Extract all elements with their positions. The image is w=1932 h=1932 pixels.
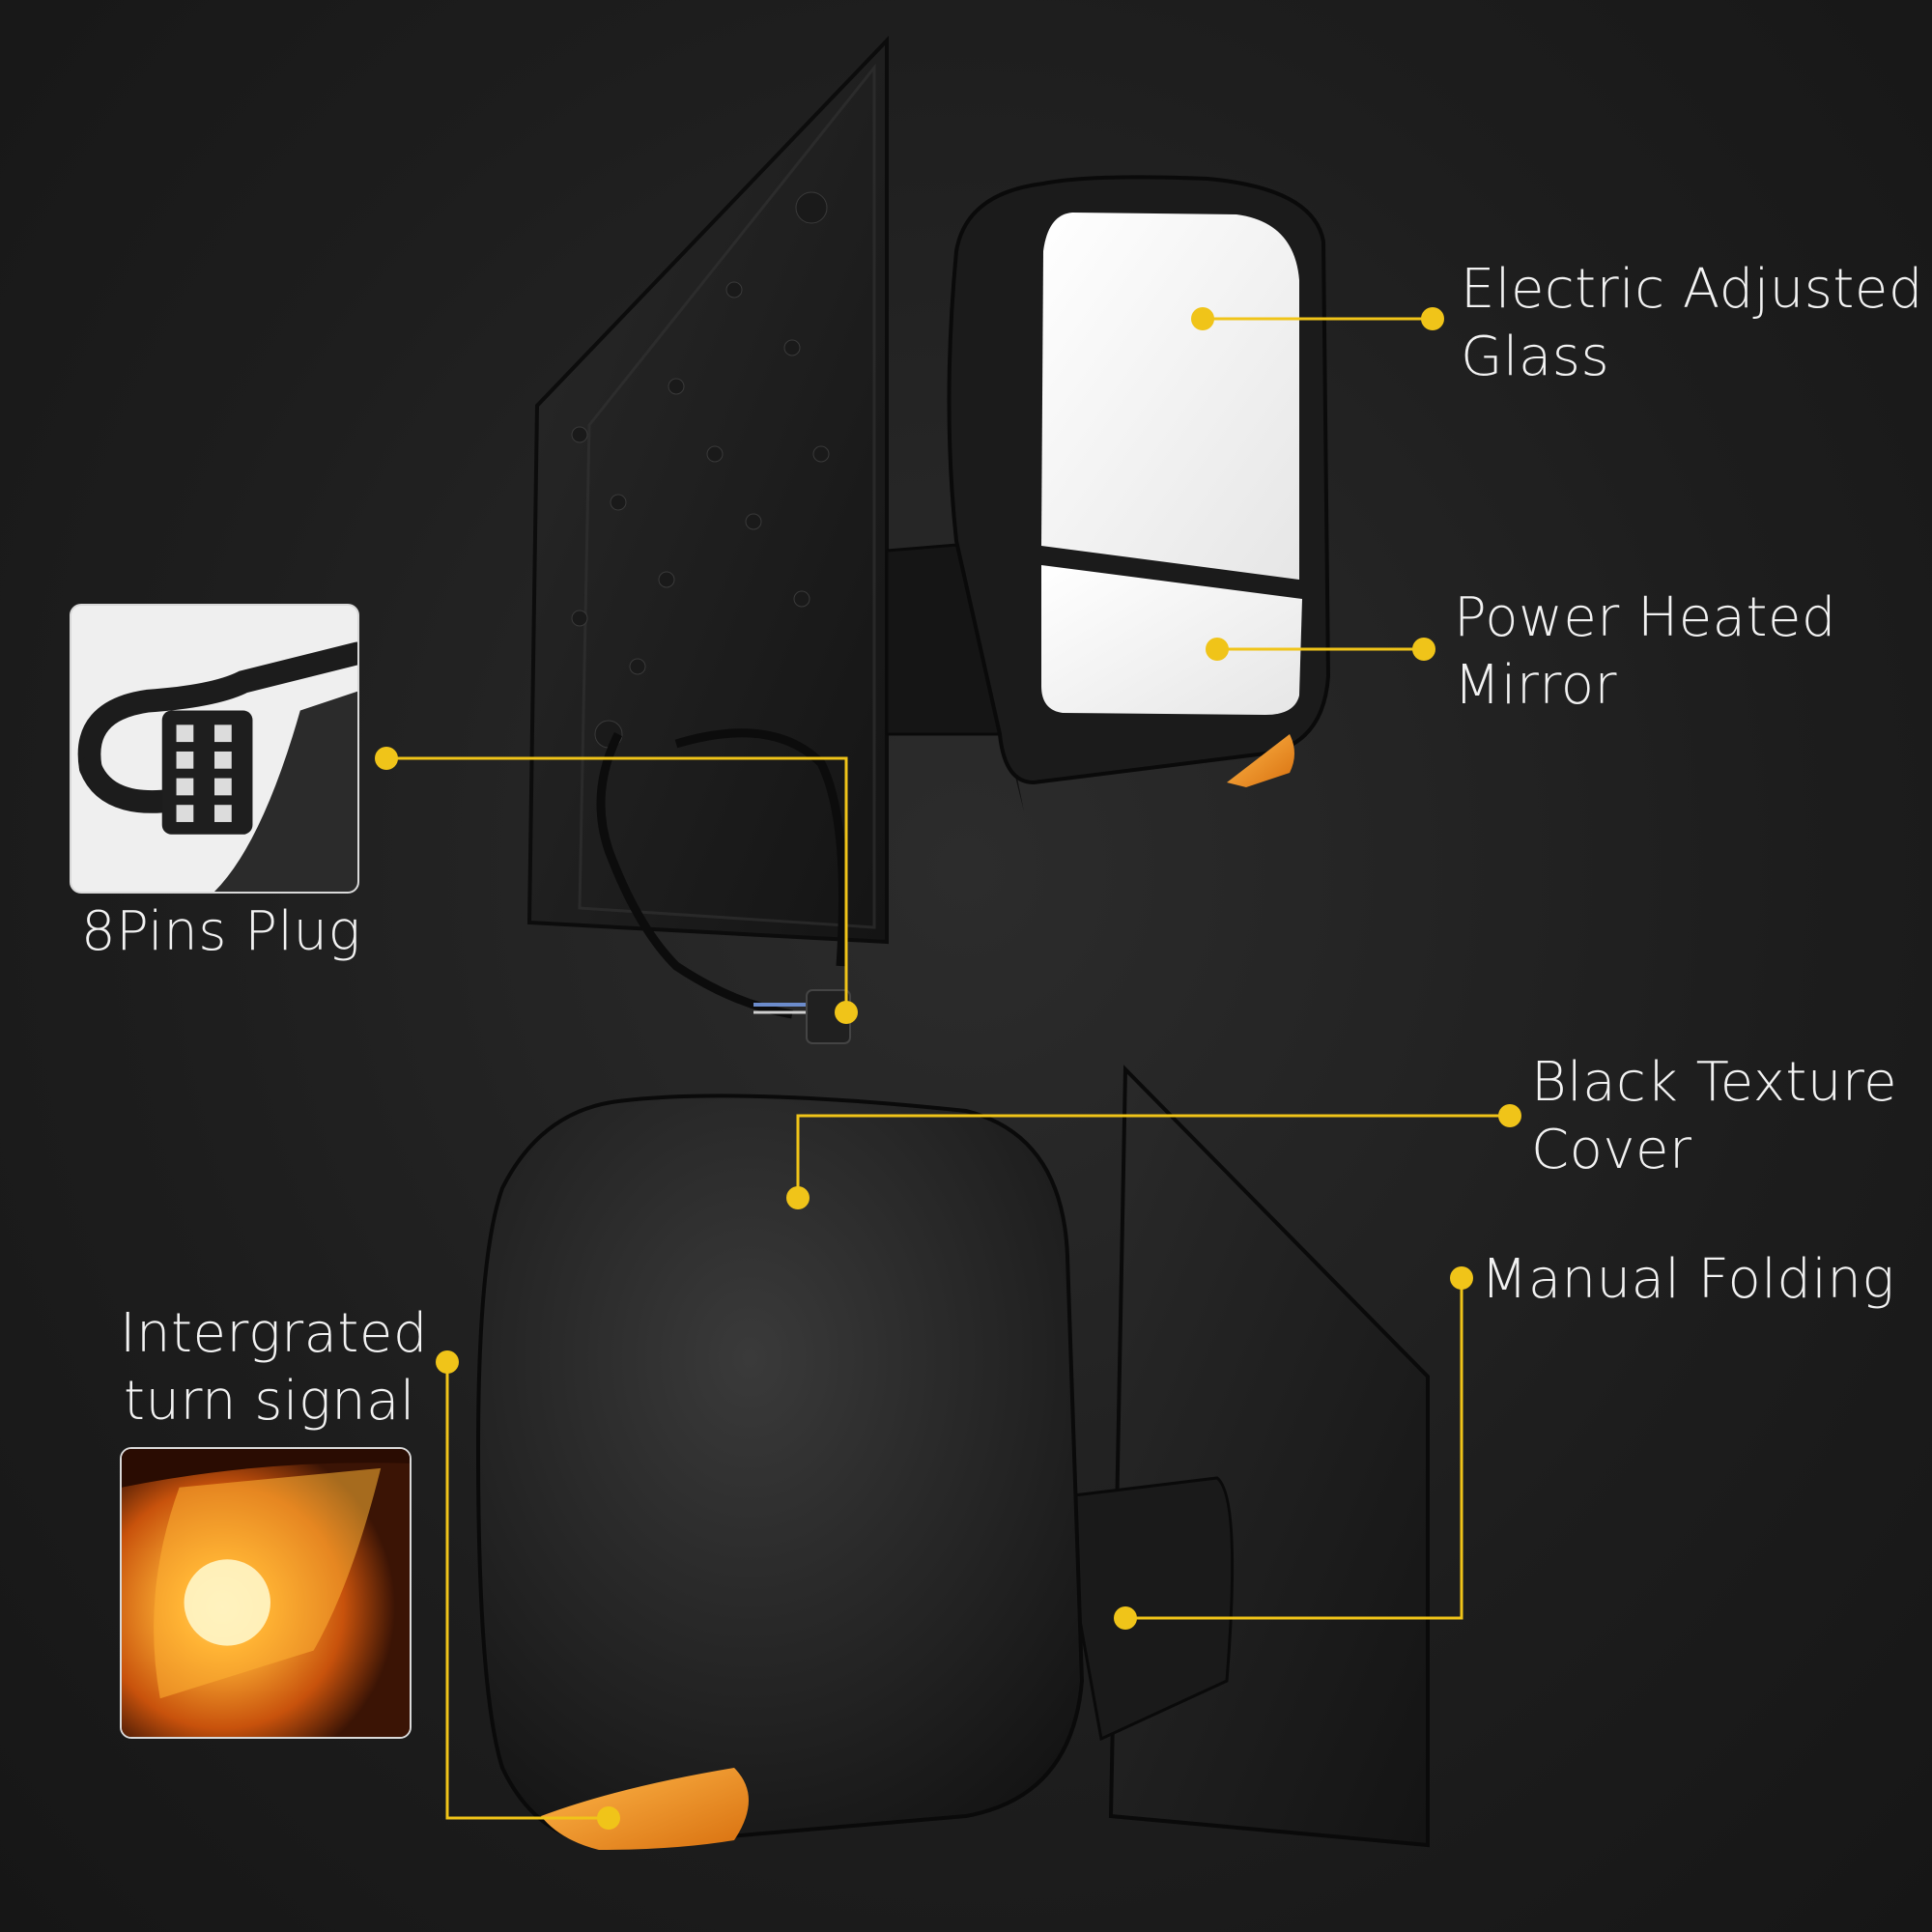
mirror-arm-bottom <box>1056 1476 1235 1742</box>
callout-turn-signal: Intergrated turn signal <box>120 1302 428 1433</box>
wire-harness <box>596 728 847 1019</box>
turn-signal-photo <box>122 1449 410 1737</box>
plug-inset <box>70 604 359 894</box>
callout-plug: 8Pins Plug <box>81 900 361 963</box>
mirror-glass-lower <box>1041 565 1302 715</box>
callout-black-cover: Black Texture Cover <box>1531 1051 1898 1181</box>
mount-plate-bottom <box>1108 1065 1430 1848</box>
callout-electric-glass: Electric Adjusted Glass <box>1461 258 1923 388</box>
leader-dots <box>375 307 1521 1830</box>
top-mirror <box>526 36 1331 1044</box>
callout-power-heated: Power Heated Mirror <box>1454 586 1836 717</box>
connector-plug-photo <box>77 641 357 892</box>
top-signal-lens <box>1227 734 1294 787</box>
black-texture-cover <box>475 1094 1085 1848</box>
leader-lines <box>386 317 1510 1820</box>
bottom-signal-lens <box>541 1768 749 1850</box>
callout-manual-folding: Manual Folding <box>1481 1248 1895 1311</box>
bottom-mirror <box>475 1065 1430 1850</box>
signal-inset <box>120 1447 412 1739</box>
mirror-glass-upper <box>1041 213 1299 580</box>
